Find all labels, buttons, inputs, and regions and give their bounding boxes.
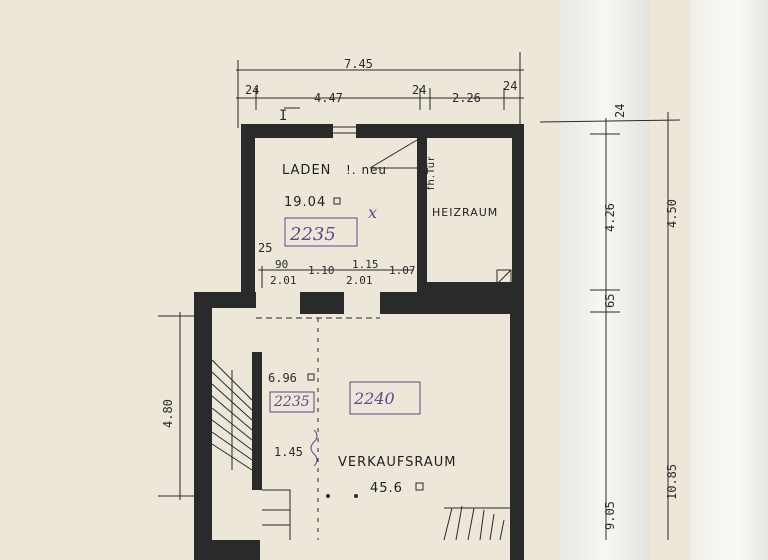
interior-dimensions: 25 90 2.01 1.10 1.15 2.01 1.07 6.96 1.45 [258,241,416,459]
dim-r-65: 65 [603,294,617,308]
stairs-bottom [262,489,291,540]
dim-i-90: 90 [275,258,288,271]
room-labels: LADEN !. neu 19.04 2235 x fh.Tür HEIZRAU… [269,156,498,498]
point-a [326,494,330,498]
wall-bottom-gap [210,546,240,560]
openings [256,126,512,540]
pencil-squiggle [310,429,318,467]
code-b-box [349,381,421,415]
wall-left-lower [194,292,212,540]
wall-right-lower [510,312,524,560]
wall-right-upper [512,124,524,314]
dim-i-145: 1.45 [274,445,303,459]
laden-label: LADEN [282,163,331,178]
dim-i-115: 1.15 [352,258,379,271]
door-note: fh.Tür [426,156,437,190]
wall-top-b [356,124,524,138]
dim-ext-top-right [539,119,681,123]
laden-area-box [333,197,341,205]
wall-heizraum [417,138,427,292]
verkaufsraum-area: 45.6 [370,481,403,496]
dim-24-mid: 24 [412,83,426,97]
paper-fold-shadow-2 [690,0,768,560]
dim-i-201a: 2.01 [270,274,297,287]
chimney [496,269,512,285]
laden-note: !. neu [346,163,387,177]
laden-code-box [284,217,358,247]
verkaufsraum-label: VERKAUFSRAUM [338,455,456,470]
paper-fold-shadow [560,0,650,560]
dim-r-426: 4.26 [603,203,617,232]
wall-stair-divider [252,352,262,490]
left-dimensions: 4.80 [158,312,196,500]
dim-24-right: 24 [503,79,517,93]
dim-r-450: 4.50 [665,199,679,228]
dim-l-480: 4.80 [161,399,175,428]
dim-i-696-box [307,373,315,381]
dim-i-696: 6.96 [268,371,297,385]
pencil-x: x [368,203,377,222]
walls [194,124,524,560]
stairs-right [443,505,510,541]
dim-r-24: 24 [613,104,627,118]
point-b [354,494,358,498]
stairs-left [211,359,253,471]
right-dimensions: 24 4.26 4.50 65 9.05 10.85 [539,104,681,540]
dim-i-110: 1.10 [308,264,335,277]
verkaufsraum-area-box [415,482,424,491]
laden-code: 2235 [289,224,336,245]
wall-top-a [241,124,333,138]
chimney-cross [496,269,512,285]
code-b: 2240 [353,389,395,408]
door-swing-leaf [369,139,418,169]
code-a: 2235 [273,394,310,410]
dim-447: 4.47 [314,91,343,105]
top-dimensions: 7.45 24 4.47 24 2.26 24 I [236,52,524,128]
dim-r-1085: 10.85 [665,464,679,500]
wall-left-upper [241,124,255,294]
dim-226: 2.26 [452,91,481,105]
dim-i-107: 1.07 [389,264,416,277]
code-a-box [269,391,315,413]
section-mark: I [279,108,287,124]
dim-i-201b: 2.01 [346,274,373,287]
dim-i-25: 25 [258,241,272,255]
wall-mid-pillar [300,292,344,314]
heizraum-label: HEIZRAUM [432,206,498,219]
wall-mid-right [380,292,524,314]
dim-r-905: 9.05 [603,501,617,530]
wall-heiz-bottom [417,282,522,294]
dim-total-width: 7.45 [344,57,373,71]
dim-24-left: 24 [245,83,259,97]
laden-area: 19.04 [284,195,326,210]
